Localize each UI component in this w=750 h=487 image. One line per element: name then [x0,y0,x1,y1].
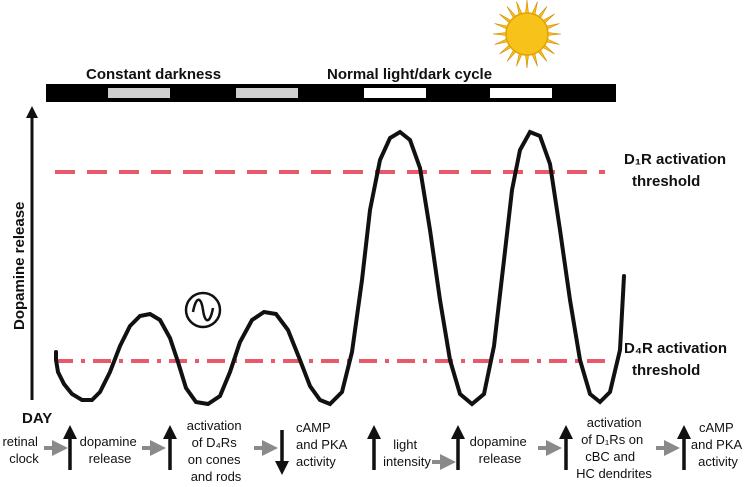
day-label: DAY [22,410,52,427]
d4-threshold-label-2: threshold [632,362,700,379]
camp-pka-label: cAMP and PKA activity [296,420,350,469]
oscillator-icon [184,291,222,329]
subjective-day-segment [108,88,170,98]
dopamine-release-label-2: dopamine release [470,434,531,466]
light-dark-bar [46,84,616,102]
dopamine-curve [54,129,626,407]
normal-cycle-label: Normal light/dark cycle [327,66,492,83]
d4-threshold-label: D₄R activation [624,340,727,357]
light-intensity-label: light intensity [383,437,431,469]
camp-pka-label-2: cAMP and PKA activity [691,420,745,469]
dopamine-release-label: dopamine release [80,434,141,466]
d4-activation-label: activation of D₄Rs on cones and rods [187,418,246,484]
light-phase-segment [490,88,552,98]
constant-darkness-label: Constant darkness [86,66,221,83]
sun-icon [492,0,562,69]
subjective-day-segment [236,88,298,98]
d1-activation-label: activation of D₁Rs on cBC and HC dendrit… [576,415,652,481]
d1-threshold-label: D₁R activation [624,151,726,168]
cascade-light: light intensity dopamine release activat… [367,415,745,481]
d1-threshold-label-2: threshold [632,173,700,190]
cascade-dark: retinal clock dopamine release activatio… [2,418,350,484]
light-phase-segment [364,88,426,98]
retinal-clock-label: retinal clock [2,434,41,466]
y-axis-label: Dopamine release [11,202,28,330]
